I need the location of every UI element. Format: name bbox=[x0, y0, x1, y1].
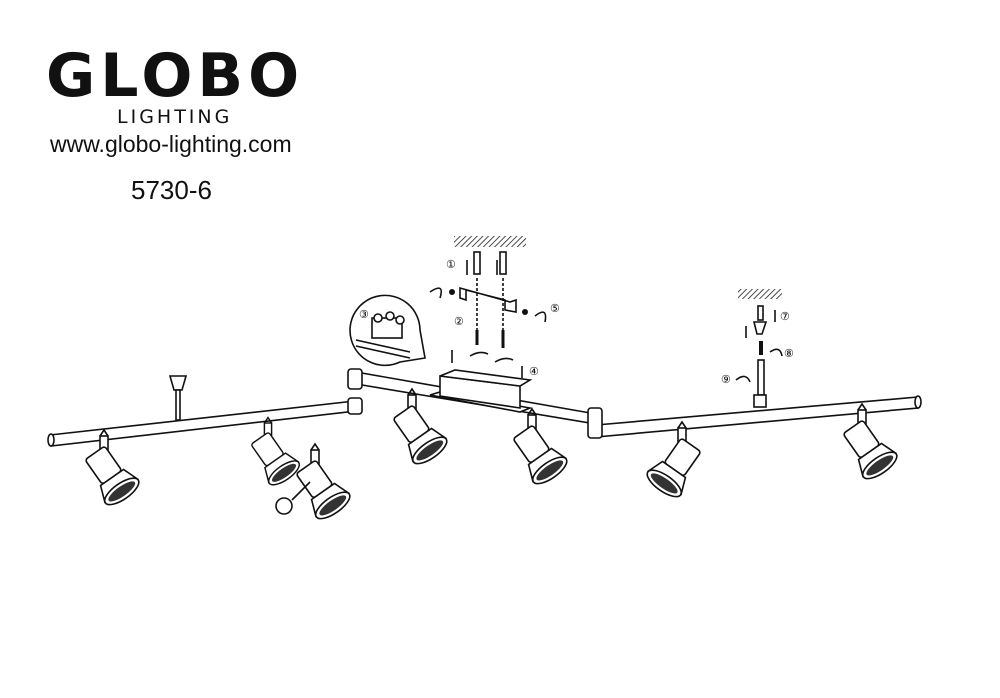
step-4-label: ④ bbox=[529, 365, 539, 378]
spotlight-5 bbox=[505, 408, 572, 490]
spotlight-6 bbox=[643, 422, 707, 501]
left-bar bbox=[47, 400, 357, 447]
step-9-label: ⑨ bbox=[721, 373, 731, 386]
rotate-arrow-icon bbox=[275, 481, 311, 515]
ceiling-hatch-right bbox=[738, 289, 782, 299]
spotlight-4 bbox=[385, 388, 452, 470]
spotlight-3 bbox=[288, 443, 355, 525]
ceiling-hatch bbox=[454, 236, 526, 247]
step-5-label: ⑤ bbox=[550, 302, 560, 315]
globo-logo: GLOBO bbox=[46, 41, 305, 111]
website-url: www.globo-lighting.com bbox=[50, 131, 292, 157]
step-7-label: ⑦ bbox=[780, 310, 790, 323]
right-bar bbox=[587, 395, 922, 439]
step-3-label: ③ bbox=[359, 308, 369, 321]
step-2-label: ② bbox=[454, 315, 464, 328]
mounting-bracket bbox=[429, 286, 547, 323]
logo-subtitle: LIGHTING bbox=[117, 106, 233, 128]
spotlight-7 bbox=[835, 403, 902, 485]
wall-plugs bbox=[466, 251, 507, 330]
step-1-label: ① bbox=[446, 258, 456, 271]
terminal-block-detail bbox=[349, 294, 426, 367]
screws bbox=[451, 330, 523, 378]
ceiling-support-hardware bbox=[735, 305, 783, 408]
model-number: 5730-6 bbox=[131, 175, 212, 205]
spotlight-2 bbox=[244, 416, 304, 490]
junction-box bbox=[429, 369, 533, 413]
ceiling-connector-left bbox=[168, 375, 188, 421]
step-8-label: ⑧ bbox=[784, 347, 794, 360]
